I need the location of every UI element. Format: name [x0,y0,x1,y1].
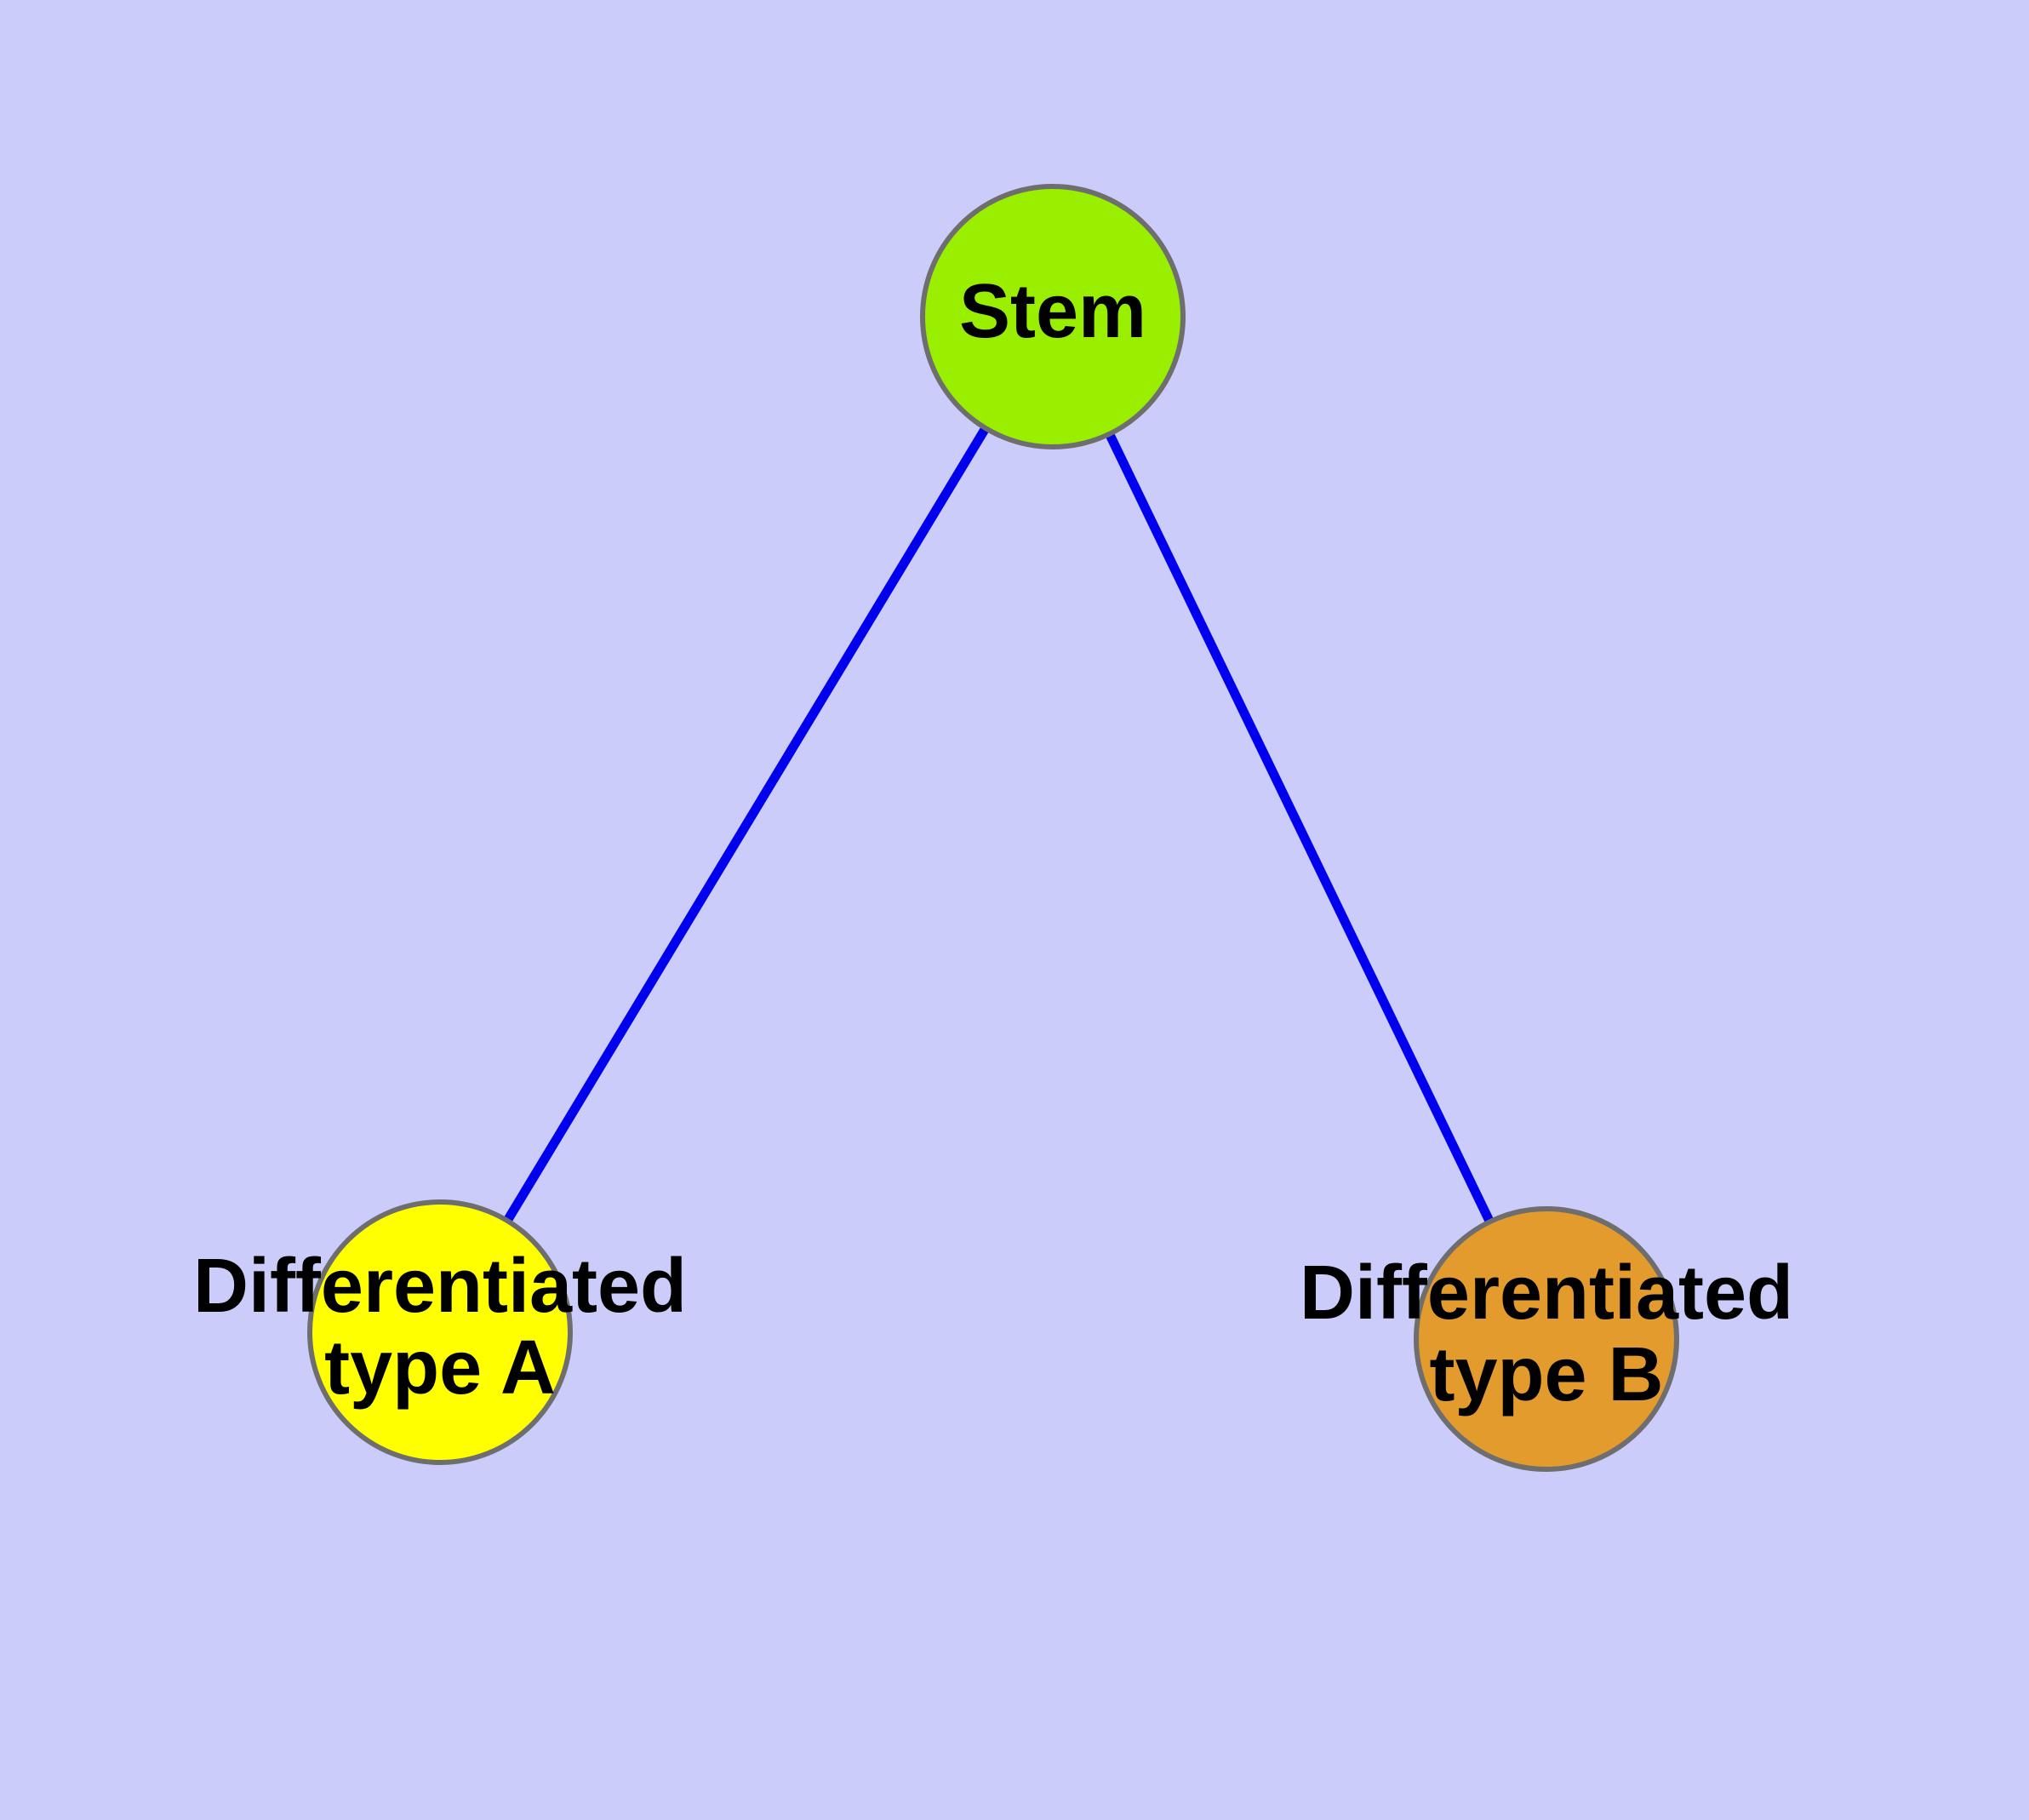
node-label-line: type A [324,1325,556,1411]
node-label-line: Differentiated [193,1244,687,1329]
edge-stem-to-differentiated-type-a[interactable] [502,424,991,1225]
node-differentiated-type-b-circle[interactable] [1414,1206,1679,1472]
edges-layer [502,424,1495,1226]
node-differentiated-type-a-circle[interactable] [307,1199,573,1465]
node-differentiated-type-b[interactable] [1414,1206,1679,1472]
node-stem[interactable] [920,184,1186,449]
node-label-line: Differentiated [1300,1251,1793,1336]
edge-stem-to-differentiated-type-b[interactable] [1104,430,1495,1226]
node-stem-circle[interactable] [920,184,1186,449]
node-label-line: type B [1429,1332,1663,1417]
nodes-layer [307,184,1679,1472]
node-label-line: Stem [959,269,1146,354]
node-stem-label: Stem [959,269,1146,354]
node-differentiated-type-a[interactable] [307,1199,573,1465]
